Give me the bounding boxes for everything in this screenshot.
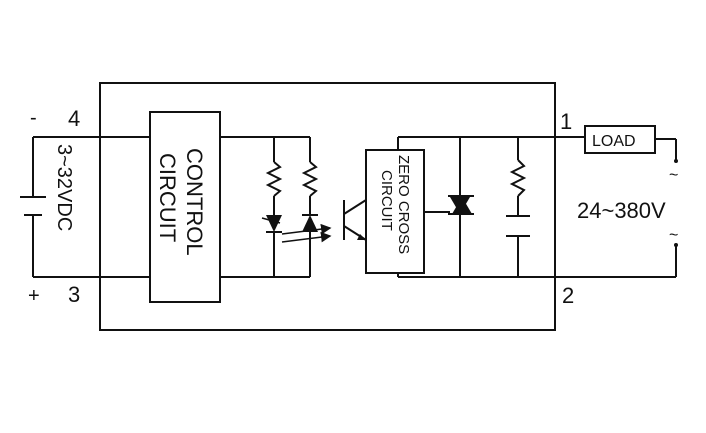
terminal-2-label: 2 (562, 283, 574, 308)
zero-cross-line1: ZERO CROSS (395, 155, 412, 254)
rc-snubber (506, 137, 530, 277)
terminal-1-label: 1 (560, 109, 572, 134)
zero-cross-line2: CIRCUIT (378, 170, 395, 231)
ac-symbol-bottom: ~ (669, 227, 678, 244)
input-voltage-label: 3~32VDC (53, 144, 75, 231)
output-voltage-label: 24~380V (577, 198, 666, 223)
control-circuit-line2: CIRCUIT (155, 153, 180, 242)
triac (424, 137, 474, 277)
load-label: LOAD (592, 133, 636, 150)
minus-sign: - (30, 107, 37, 129)
led-branch-2 (301, 137, 319, 277)
ac-symbol-top: ~ (669, 167, 678, 184)
control-circuit-box (149, 111, 221, 303)
phototransistor (343, 199, 367, 241)
led-branch-1 (261, 137, 283, 277)
opto-coupling-arrows (281, 223, 332, 243)
dc-input-source (20, 136, 150, 278)
terminal-3-label: 3 (68, 282, 80, 307)
plus-sign: + (28, 285, 40, 307)
led-1-icon (266, 215, 282, 232)
terminal-4-label: 4 (68, 106, 80, 131)
led-2-icon (302, 215, 318, 232)
control-circuit-line1: CONTROL (182, 148, 207, 256)
relay-housing (99, 82, 556, 331)
